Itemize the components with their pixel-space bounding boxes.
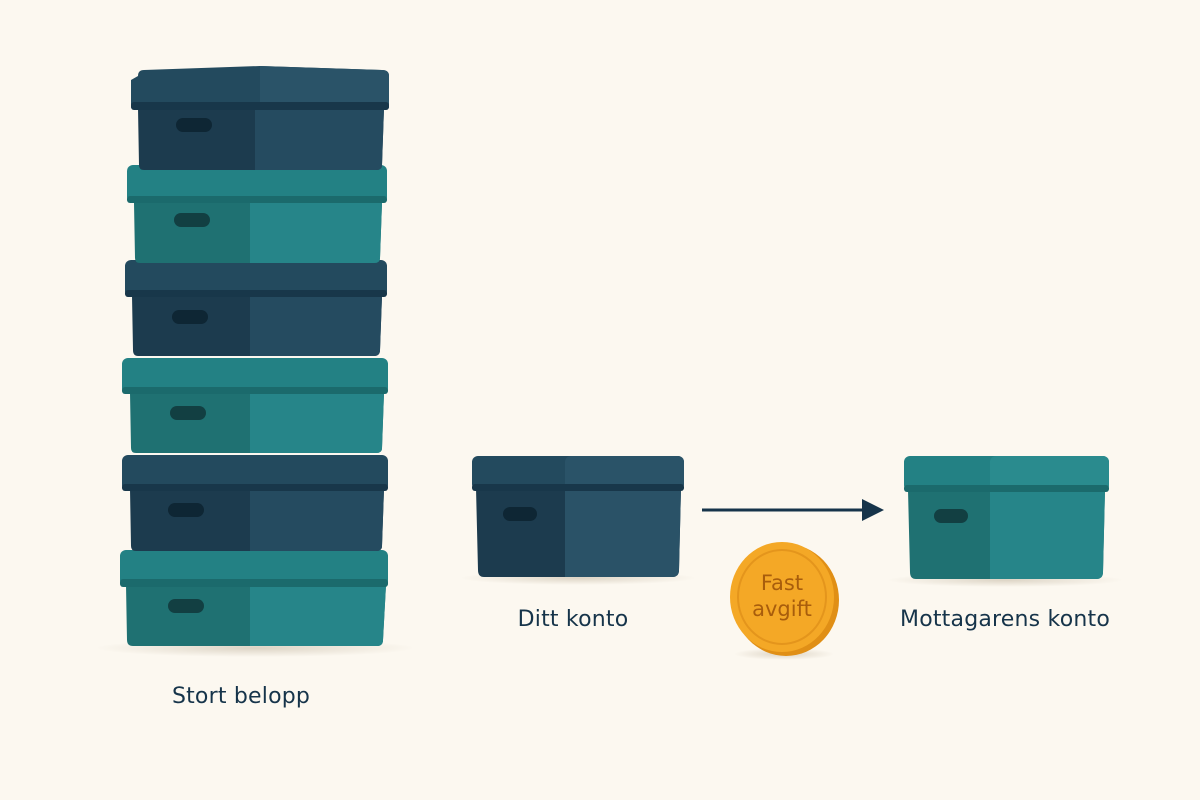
stacked-box-1 [131, 66, 389, 170]
stacked-box-4 [122, 358, 388, 453]
stacked-box-2 [127, 165, 387, 263]
stacked-box-3 [125, 260, 387, 356]
fee-coin-icon: Fast avgift [730, 542, 839, 656]
stack-label: Stort belopp [171, 684, 311, 709]
stacked-box-5 [122, 455, 388, 551]
transfer-arrow-icon [702, 499, 884, 521]
source-account-label: Ditt konto [517, 607, 629, 632]
destination-account-label: Mottagarens konto [900, 607, 1110, 632]
stacked-box-6 [120, 550, 388, 646]
source-account-box [472, 456, 684, 577]
coin-text-line1: Fast [761, 571, 803, 595]
destination-account-box [904, 456, 1109, 579]
coin-text-line2: avgift [752, 597, 812, 621]
